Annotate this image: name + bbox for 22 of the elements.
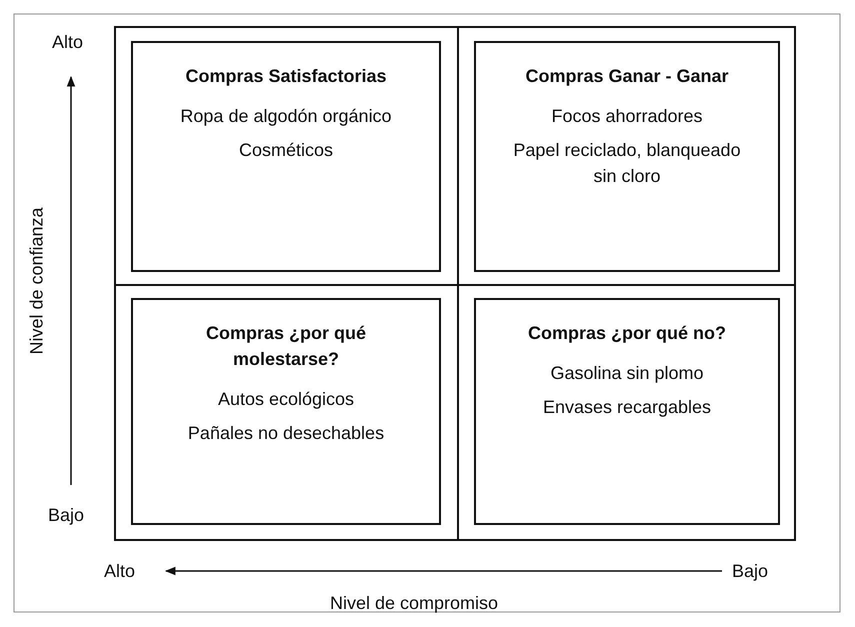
example-text: Cosméticos (238, 139, 334, 162)
axis-title: Nivel de compromiso (330, 593, 498, 614)
quadrant-title: Compras ¿por qué no? (528, 322, 726, 345)
axis-end-label: Alto (104, 561, 136, 582)
axis-end-label: Bajo (732, 561, 768, 582)
axis-title: Nivel de confianza (26, 207, 48, 355)
example-text: Autos ecológicos (218, 388, 354, 412)
axis-end-label: Bajo (48, 505, 84, 526)
example-text: Pañales no desechables (188, 422, 384, 446)
quadrant-title: Compras Ganar - Ganar (525, 65, 729, 88)
example-text: Focos ahorradores (551, 105, 703, 128)
example-text: Envases recargables (542, 396, 712, 420)
quadrant-box (474, 41, 780, 272)
quadrant-box (131, 41, 441, 272)
example-text: Papel reciclado, blanqueado sin cloro (512, 139, 742, 188)
quadrant-title: Compras ¿por qué molestarse? (204, 322, 367, 372)
quadrant-box (474, 298, 780, 525)
quadrant-title: Compras Satisfactorias (185, 65, 387, 88)
example-text: Ropa de algodón orgánico (180, 105, 392, 128)
example-text: Gasolina sin plomo (550, 362, 704, 386)
axis-end-label: Alto (52, 32, 84, 53)
quadrant-box (131, 298, 441, 525)
